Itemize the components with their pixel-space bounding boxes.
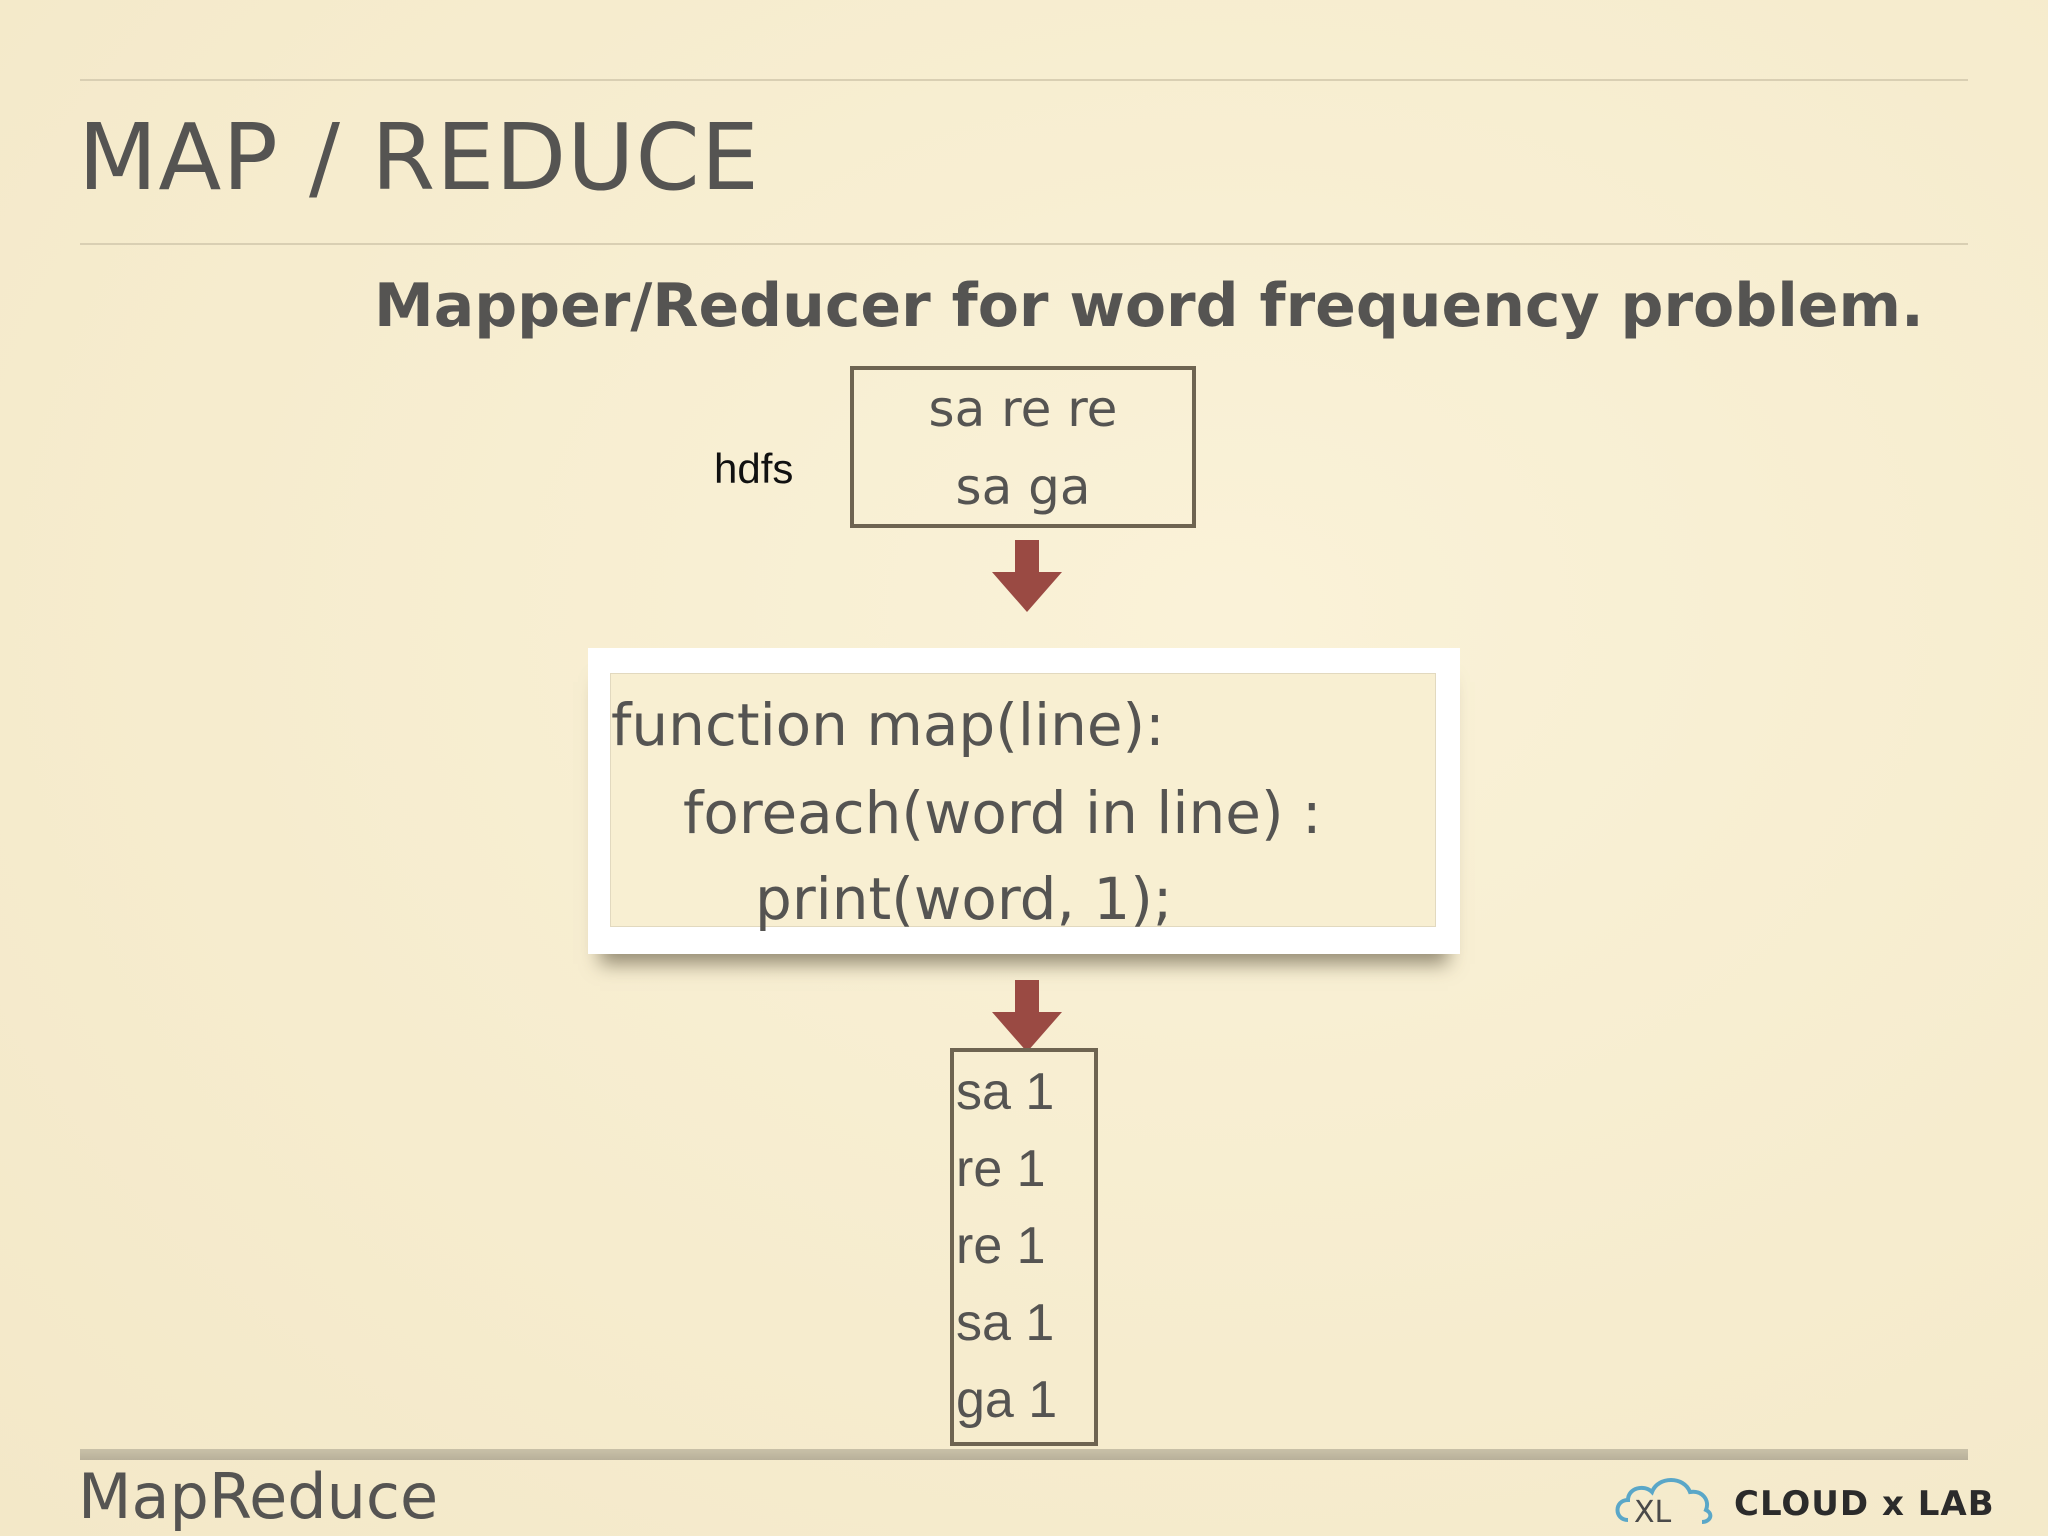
output-pair: sa 1 [956,1063,1055,1121]
output-pair: re 1 [956,1140,1046,1198]
code-line: print(word, 1); [755,865,1173,933]
map-output-box: sa 1 re 1 re 1 sa 1 ga 1 [950,1048,1098,1446]
code-line: foreach(word in line) : [683,779,1322,847]
input-line: sa ga [955,458,1091,516]
brand-logo: XL CLOUD x LAB [1610,1470,1994,1530]
svg-text:XL: XL [1634,1495,1672,1530]
down-arrow-icon [992,980,1062,1052]
code-line: function map(line): [611,691,1165,759]
footer-label: MapReduce [78,1460,439,1533]
output-pair: re 1 [956,1217,1046,1275]
slide-title: MAP / REDUCE [78,104,760,211]
input-source-label: hdfs [714,445,794,492]
down-arrow-icon [992,540,1062,612]
cloud-xl-logo-icon: XL [1615,1478,1713,1530]
input-line: sa re re [928,380,1118,438]
slide-subtitle: Mapper/Reducer for word frequency proble… [374,271,1924,341]
map-function-card: function map(line): foreach(word in line… [588,648,1460,954]
title-divider [80,243,1968,245]
footer-divider [80,1449,1968,1460]
top-divider [80,79,1968,81]
map-function-code: function map(line): foreach(word in line… [610,673,1436,933]
output-pair: sa 1 [956,1294,1055,1352]
input-data-box: sa re re sa ga [850,366,1196,528]
brand-name: CLOUD x LAB [1734,1484,1995,1524]
output-pair: ga 1 [956,1371,1058,1429]
